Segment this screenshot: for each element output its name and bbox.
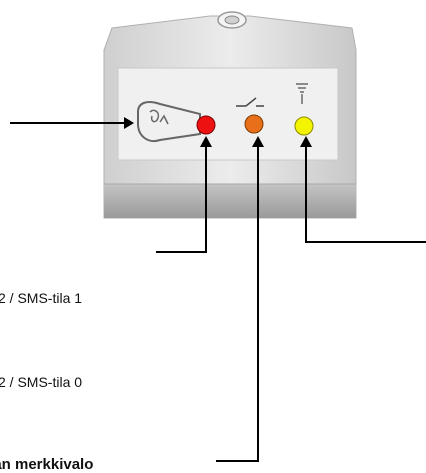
yellow-led xyxy=(294,116,314,136)
hand-key-icon xyxy=(137,101,201,142)
arrow-red xyxy=(200,136,212,147)
callout-red-line xyxy=(156,142,207,253)
antenna-icon xyxy=(296,83,308,104)
switch-icon xyxy=(236,97,264,107)
orange-led xyxy=(244,114,264,134)
arrow-key xyxy=(124,117,134,129)
arrow-yellow xyxy=(300,136,312,147)
callout-lines xyxy=(10,122,426,462)
sms-mode-1-label: 2 / SMS-tila 1 xyxy=(0,290,83,306)
arrow-orange xyxy=(252,136,264,147)
mode-indicator-label: tilan merkkivalo xyxy=(0,456,94,473)
red-led xyxy=(196,115,216,135)
callout-yellow-line xyxy=(305,142,426,243)
sms-mode-0-label: 2 / SMS-tila 0 xyxy=(0,374,83,390)
arrowheads xyxy=(124,117,312,147)
callout-orange-line xyxy=(216,142,259,462)
